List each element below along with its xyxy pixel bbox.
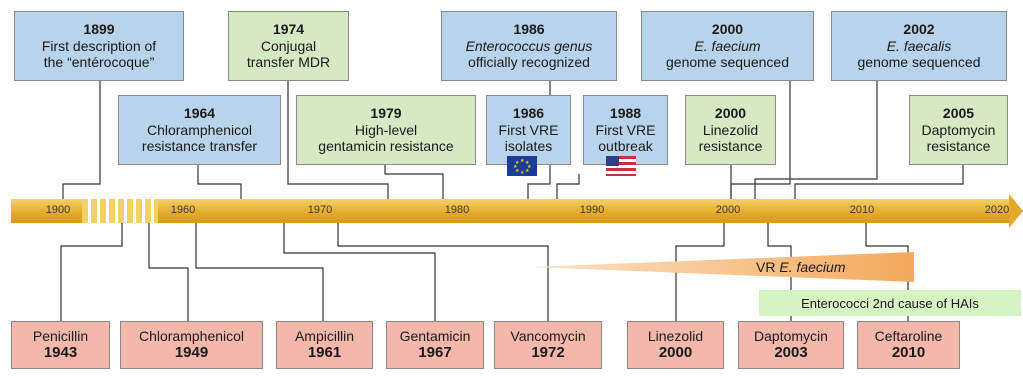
antibiotic-penicillin-box: Penicillin 1943 [11, 321, 110, 369]
axis-tick-label: 1900 [45, 204, 71, 216]
antibiotic-year: 2003 [774, 344, 808, 362]
event-2002-genome-box: 2002 E. faecalis genome sequenced [831, 11, 1007, 81]
vr-faecium-label: VR E. faecium [756, 259, 845, 275]
event-line: genome sequenced [666, 54, 789, 71]
antibiotic-year: 1967 [418, 344, 452, 362]
event-2005-daptomycin-box: 2005 Daptomycin resistance [909, 95, 1008, 165]
event-year: 1974 [272, 21, 305, 38]
axis-tick-label: 1990 [579, 204, 605, 216]
antibiotic-year: 2000 [658, 344, 693, 362]
timeline-break [82, 199, 158, 223]
trend-label-prefix: VR [756, 259, 780, 275]
event-line: E. faecalis [887, 38, 952, 55]
axis-tick-label: 2010 [849, 204, 875, 216]
event-line: Daptomycin [921, 121, 996, 138]
axis-tick-label: 1970 [307, 204, 333, 216]
event-line: outbreak [598, 138, 653, 155]
antibiotic-year: 1943 [43, 344, 78, 362]
event-year: 2005 [942, 105, 975, 122]
timeline-arrowhead [1009, 194, 1023, 228]
event-year: 2000 [711, 21, 744, 38]
event-year: 1979 [370, 105, 402, 122]
antibiotic-name: Chloramphenicol [138, 327, 245, 344]
event-line: gentamicin resistance [318, 138, 454, 155]
event-line: First VRE [498, 121, 559, 138]
hai-banner: Enterococci 2nd cause of HAIs [759, 290, 1021, 316]
event-1986-genus-box: 1986 Enterococcus genus officially recog… [441, 11, 617, 81]
axis-tick-label: 2020 [984, 204, 1010, 216]
antibiotic-chloramphenicol-box: Chloramphenicol 1949 [120, 321, 263, 369]
axis-tick-label: 2000 [715, 204, 741, 216]
event-line: Enterococcus genus [466, 38, 593, 55]
us-flag-canton [606, 156, 619, 166]
event-line: Chloramphenicol [146, 121, 253, 138]
event-1979-box: 1979 High-level gentamicin resistance [296, 95, 476, 165]
event-line: resistance [698, 138, 763, 155]
event-line: First description of [41, 37, 157, 54]
antibiotic-name: Gentamicin [399, 327, 471, 344]
axis-tick-label: 1980 [444, 204, 470, 216]
timeline-axis [11, 199, 1011, 223]
event-line: resistance [926, 138, 991, 155]
event-line: transfer MDR [246, 54, 331, 71]
antibiotic-daptomycin-box: Daptomycin 2003 [738, 321, 844, 369]
antibiotic-year: 2010 [891, 344, 926, 362]
antibiotic-name: Vancomycin [510, 327, 586, 344]
event-line: Linezolid [702, 121, 759, 138]
antibiotic-linezolid-box: Linezolid 2000 [627, 321, 724, 369]
axis-tick-label: 1960 [170, 204, 196, 216]
event-1986-vre-box: 1986 First VRE isolates [486, 95, 571, 165]
species-name: E. faecium [694, 37, 761, 54]
event-line: E. faecium [694, 38, 760, 55]
antibiotic-name: Penicillin [32, 327, 89, 344]
antibiotic-year: 1961 [307, 344, 342, 362]
antibiotic-name: Daptomycin [754, 327, 828, 344]
eu-flag-icon: ★★ ★★ ★★ ★★ [507, 156, 537, 176]
species-name: E. faecalis [886, 37, 952, 54]
event-line: resistance transfer [141, 138, 258, 155]
antibiotic-name: Linezolid [647, 327, 704, 344]
event-year: 1986 [513, 21, 545, 38]
antibiotic-vancomycin-box: Vancomycin 1972 [494, 321, 602, 369]
event-year: 1988 [609, 105, 642, 122]
vr-faecium-trend-wedge [532, 252, 914, 282]
event-year: 1964 [183, 105, 216, 122]
event-year: 1899 [83, 21, 115, 38]
antibiotic-ceftaroline-box: Ceftaroline 2010 [857, 321, 960, 369]
antibiotic-year: 1949 [174, 344, 209, 362]
event-2000-linezolid-box: 2000 Linezolid resistance [685, 95, 776, 165]
event-year: 1986 [512, 105, 545, 122]
event-line: Conjugal [260, 37, 317, 54]
event-1899-box: 1899 First description of the “entérocoq… [14, 11, 184, 81]
antibiotic-gentamicin-box: Gentamicin 1967 [386, 321, 484, 369]
antibiotic-name: Ceftaroline [874, 327, 943, 344]
trend-label-species: E. faecium [779, 259, 846, 275]
event-line: the “entérocoque” [43, 54, 155, 71]
event-line: officially recognized [468, 54, 590, 71]
antibiotic-name: Ampicillin [294, 327, 355, 344]
event-line: genome sequenced [857, 54, 981, 71]
event-line: First VRE [595, 121, 656, 138]
event-1964-box: 1964 Chloramphenicol resistance transfer [118, 95, 281, 165]
event-year: 2000 [714, 105, 747, 122]
us-flag-icon [606, 156, 636, 176]
event-line: High-level [354, 121, 418, 138]
antibiotic-ampicillin-box: Ampicillin 1961 [276, 321, 373, 369]
event-1988-vre-box: 1988 First VRE outbreak [583, 95, 668, 165]
antibiotic-year: 1972 [531, 344, 565, 362]
genus-name: Enterococcus genus [465, 37, 593, 54]
event-1974-box: 1974 Conjugal transfer MDR [228, 11, 349, 81]
event-year: 2002 [903, 21, 935, 38]
event-line: isolates [504, 138, 553, 155]
event-2000-genome-box: 2000 E. faecium genome sequenced [641, 11, 814, 81]
